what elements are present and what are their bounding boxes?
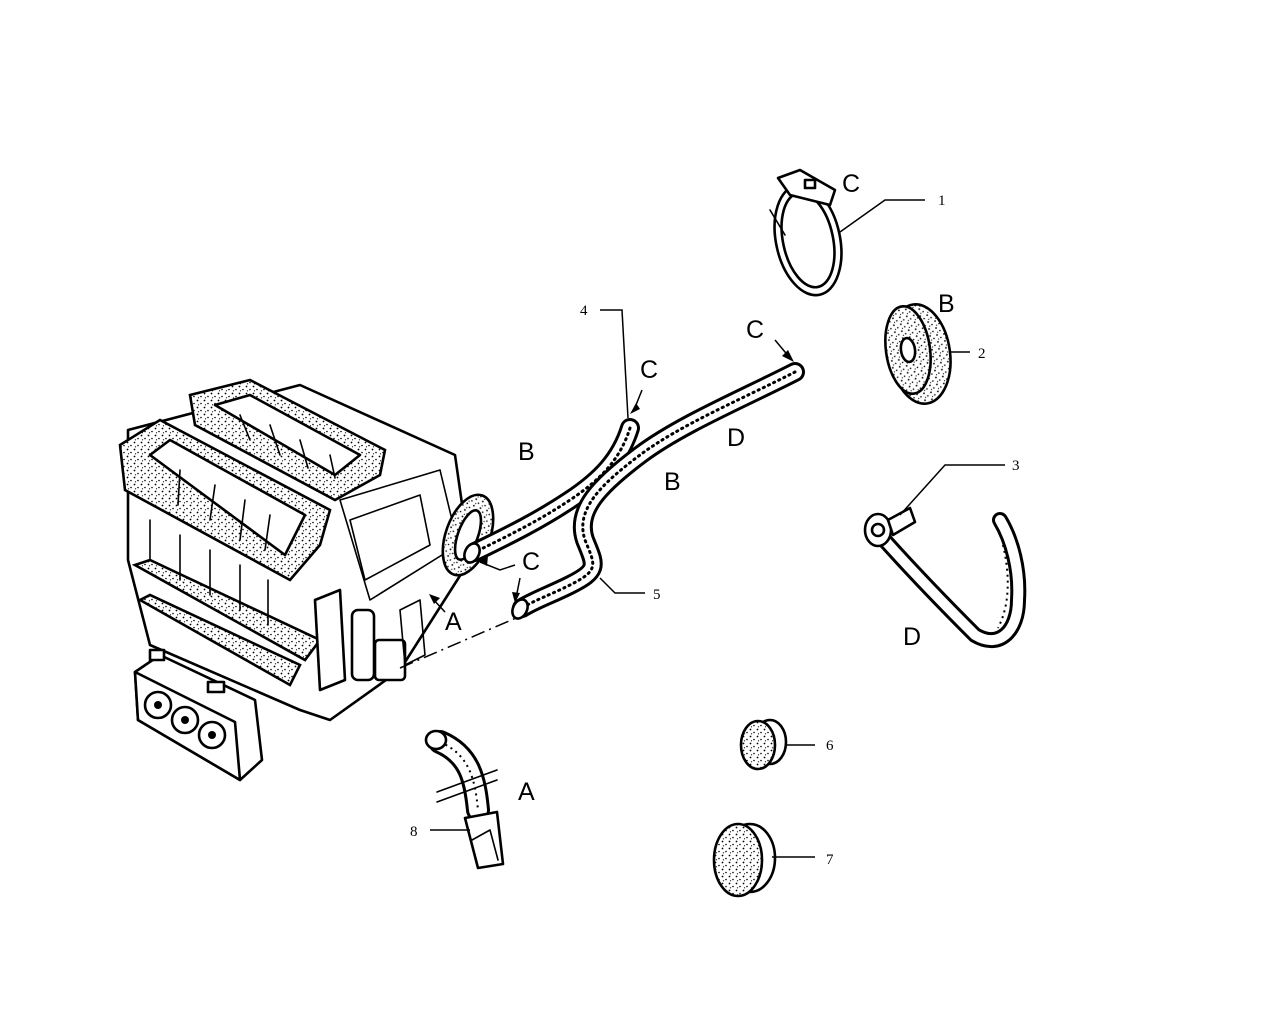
letter-a-heater: A [445,608,462,636]
callout-1: 1 [938,193,946,209]
letter-c-heater-port: C [522,548,540,576]
leader-1 [839,199,925,233]
letter-d-hose5: D [727,424,745,452]
hose-5 [511,362,805,620]
letter-c-clamp: C [842,170,860,198]
leader-3 [899,464,1005,516]
callout-3: 3 [1012,458,1020,474]
hose-clamp-drawing [769,168,843,297]
leader-5 [599,577,645,594]
hose-4 [463,418,640,564]
leader-4 [600,309,629,419]
letter-b-grommet: B [938,290,955,318]
drain-tube-8-drawing [424,729,505,870]
letter-c-hose4-end: C [640,356,658,384]
callout-4: 4 [580,303,588,319]
heater-unit-drawing [118,378,495,722]
letter-b-hose4: B [518,438,535,466]
letter-d-bracket: D [903,623,921,651]
callout-8: 8 [410,824,418,840]
letter-b-hose5: B [664,468,681,496]
callout-5: 5 [653,587,661,603]
bracket-3-drawing [863,506,1027,648]
grommet-2-drawing [884,303,952,405]
letter-a-drain: A [518,778,535,806]
callout-2: 2 [978,346,986,362]
letter-c-hose5-end: C [746,316,764,344]
dash-dot-leader [399,611,531,669]
grommet-6-drawing [739,718,788,771]
control-panel-drawing [133,648,264,782]
callout-6: 6 [826,738,834,754]
callout-7: 7 [826,852,834,868]
grommet-7-drawing [712,822,777,898]
